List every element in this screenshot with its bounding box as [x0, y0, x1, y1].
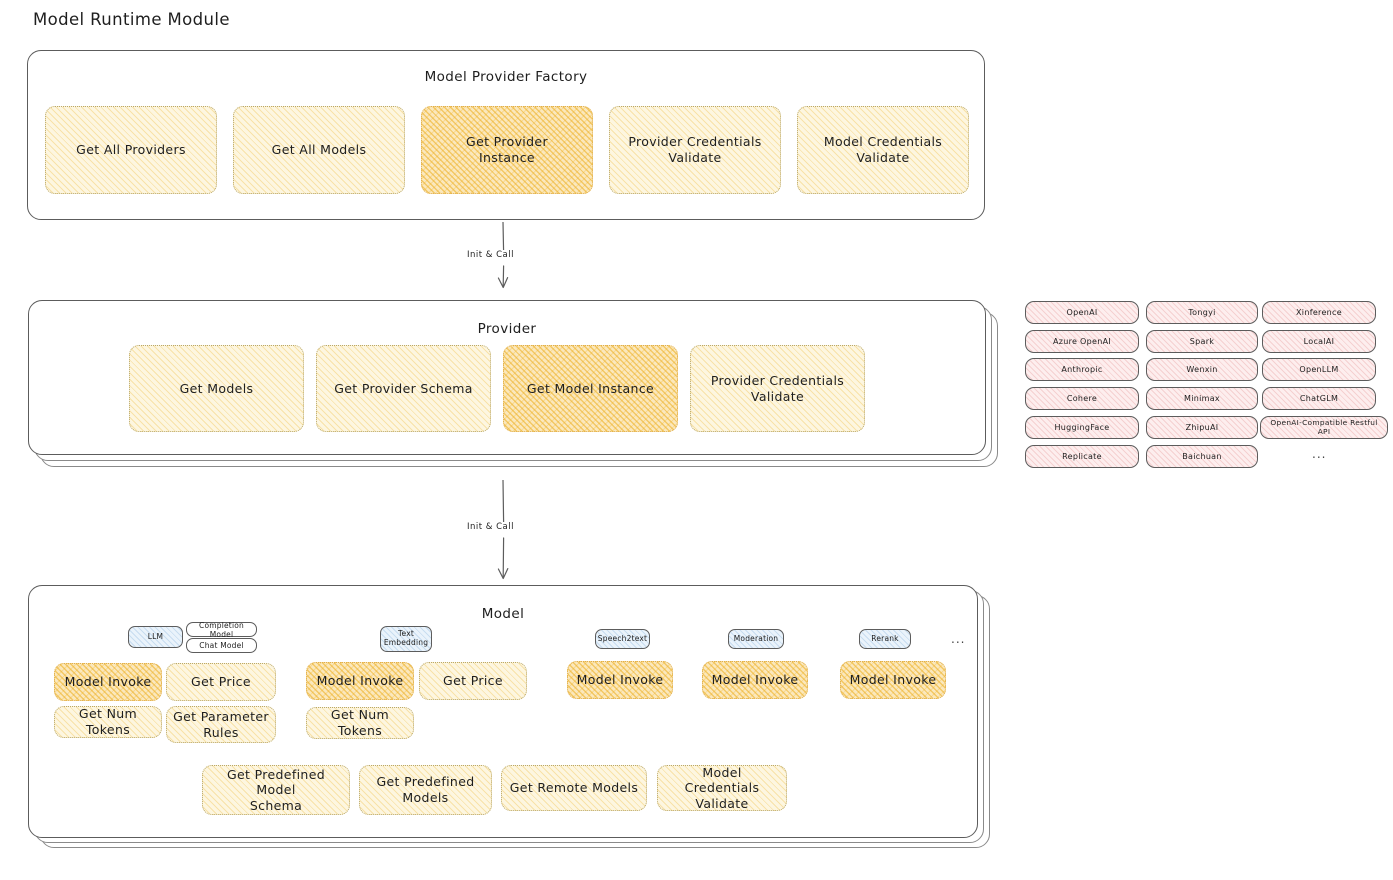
provider-list-ellipsis: ...	[1312, 446, 1327, 461]
badge-text-embedding[interactable]: Text Embedding	[380, 626, 432, 652]
model-groups-ellipsis: ...	[951, 632, 966, 646]
provider-chip-openai[interactable]: OpenAI	[1025, 301, 1139, 324]
card-get-predefined-models[interactable]: Get Predefined Models	[359, 765, 492, 815]
card-llm-get-num-tokens[interactable]: Get Num Tokens	[54, 706, 162, 738]
card-get-model-instance[interactable]: Get Model Instance	[503, 345, 678, 432]
panel-title-model: Model	[481, 606, 525, 622]
provider-chip-localai[interactable]: LocalAI	[1262, 329, 1376, 353]
card-get-all-models[interactable]: Get All Models	[233, 106, 405, 194]
badge-llm[interactable]: LLM	[128, 626, 183, 648]
arrow-provider-to-model-svg	[497, 479, 509, 580]
card-llm-get-parameter-rules[interactable]: Get Parameter Rules	[166, 706, 276, 743]
provider-chip-cohere[interactable]: Cohere	[1025, 387, 1139, 411]
card-model-credentials-validate[interactable]: Model Credentials Validate	[797, 106, 969, 194]
arrow-factory-to-provider-svg	[497, 221, 509, 289]
provider-chip-openllm[interactable]: OpenLLM	[1262, 358, 1376, 382]
provider-chip-xinference[interactable]: Xinference	[1262, 301, 1376, 324]
card-get-models[interactable]: Get Models	[129, 345, 304, 432]
card-text-embedding-get-price[interactable]: Get Price	[419, 662, 527, 700]
provider-chip-replicate[interactable]: Replicate	[1025, 444, 1139, 468]
badge-completion-model[interactable]: Completion Model	[186, 621, 257, 639]
card-provider-credentials-validate-2[interactable]: Provider Credentials Validate	[690, 345, 865, 432]
page-title: Model Runtime Module	[33, 10, 230, 29]
badge-rerank[interactable]: Rerank	[859, 629, 911, 649]
card-get-predefined-model-schema[interactable]: Get Predefined Model Schema	[202, 765, 350, 815]
provider-chip-spark[interactable]: Spark	[1146, 329, 1258, 353]
provider-chip-anthropic[interactable]: Anthropic	[1025, 358, 1139, 382]
card-speech2text-model-invoke[interactable]: Model Invoke	[567, 661, 673, 699]
card-llm-model-invoke[interactable]: Model Invoke	[54, 663, 162, 701]
provider-chip-openai-compatible-restful-api[interactable]: OpenAI-Compatible Restful API	[1260, 415, 1388, 439]
provider-chip-baichuan[interactable]: Baichuan	[1146, 444, 1258, 468]
provider-chip-minimax[interactable]: Minimax	[1146, 387, 1258, 411]
badge-moderation[interactable]: Moderation	[728, 629, 784, 649]
arrow-label-init-call-2: Init & Call	[464, 522, 517, 532]
badge-chat-model[interactable]: Chat Model	[186, 638, 257, 653]
arrow-label-init-call-1: Init & Call	[464, 250, 517, 260]
card-get-all-providers[interactable]: Get All Providers	[45, 106, 217, 194]
card-get-provider-instance[interactable]: Get Provider Instance	[421, 106, 593, 194]
card-model-credentials-validate-3[interactable]: Model Credentials Validate	[657, 765, 787, 811]
panel-title-provider: Provider	[477, 321, 537, 337]
badge-speech2text[interactable]: Speech2text	[595, 629, 650, 649]
card-get-provider-schema[interactable]: Get Provider Schema	[316, 345, 491, 432]
arrow-factory-to-provider: Init & Call	[460, 221, 550, 294]
card-llm-get-price[interactable]: Get Price	[166, 663, 276, 701]
panel-title-model-provider-factory: Model Provider Factory	[424, 69, 588, 85]
provider-chip-azure-openai[interactable]: Azure OpenAI	[1025, 329, 1139, 353]
card-rerank-model-invoke[interactable]: Model Invoke	[840, 661, 946, 699]
card-get-remote-models[interactable]: Get Remote Models	[501, 765, 647, 811]
provider-chip-zhipuai[interactable]: ZhipuAI	[1146, 415, 1258, 439]
provider-chip-huggingface[interactable]: HuggingFace	[1025, 415, 1139, 439]
provider-chip-wenxin[interactable]: Wenxin	[1146, 358, 1258, 382]
arrow-provider-to-model: Init & Call	[462, 479, 552, 585]
card-text-embedding-get-num-tokens[interactable]: Get Num Tokens	[306, 707, 414, 739]
card-moderation-model-invoke[interactable]: Model Invoke	[702, 661, 808, 699]
provider-chip-tongyi[interactable]: Tongyi	[1146, 301, 1258, 324]
card-provider-credentials-validate[interactable]: Provider Credentials Validate	[609, 106, 781, 194]
card-text-embedding-model-invoke[interactable]: Model Invoke	[306, 662, 414, 700]
provider-chip-chatglm[interactable]: ChatGLM	[1262, 387, 1376, 411]
